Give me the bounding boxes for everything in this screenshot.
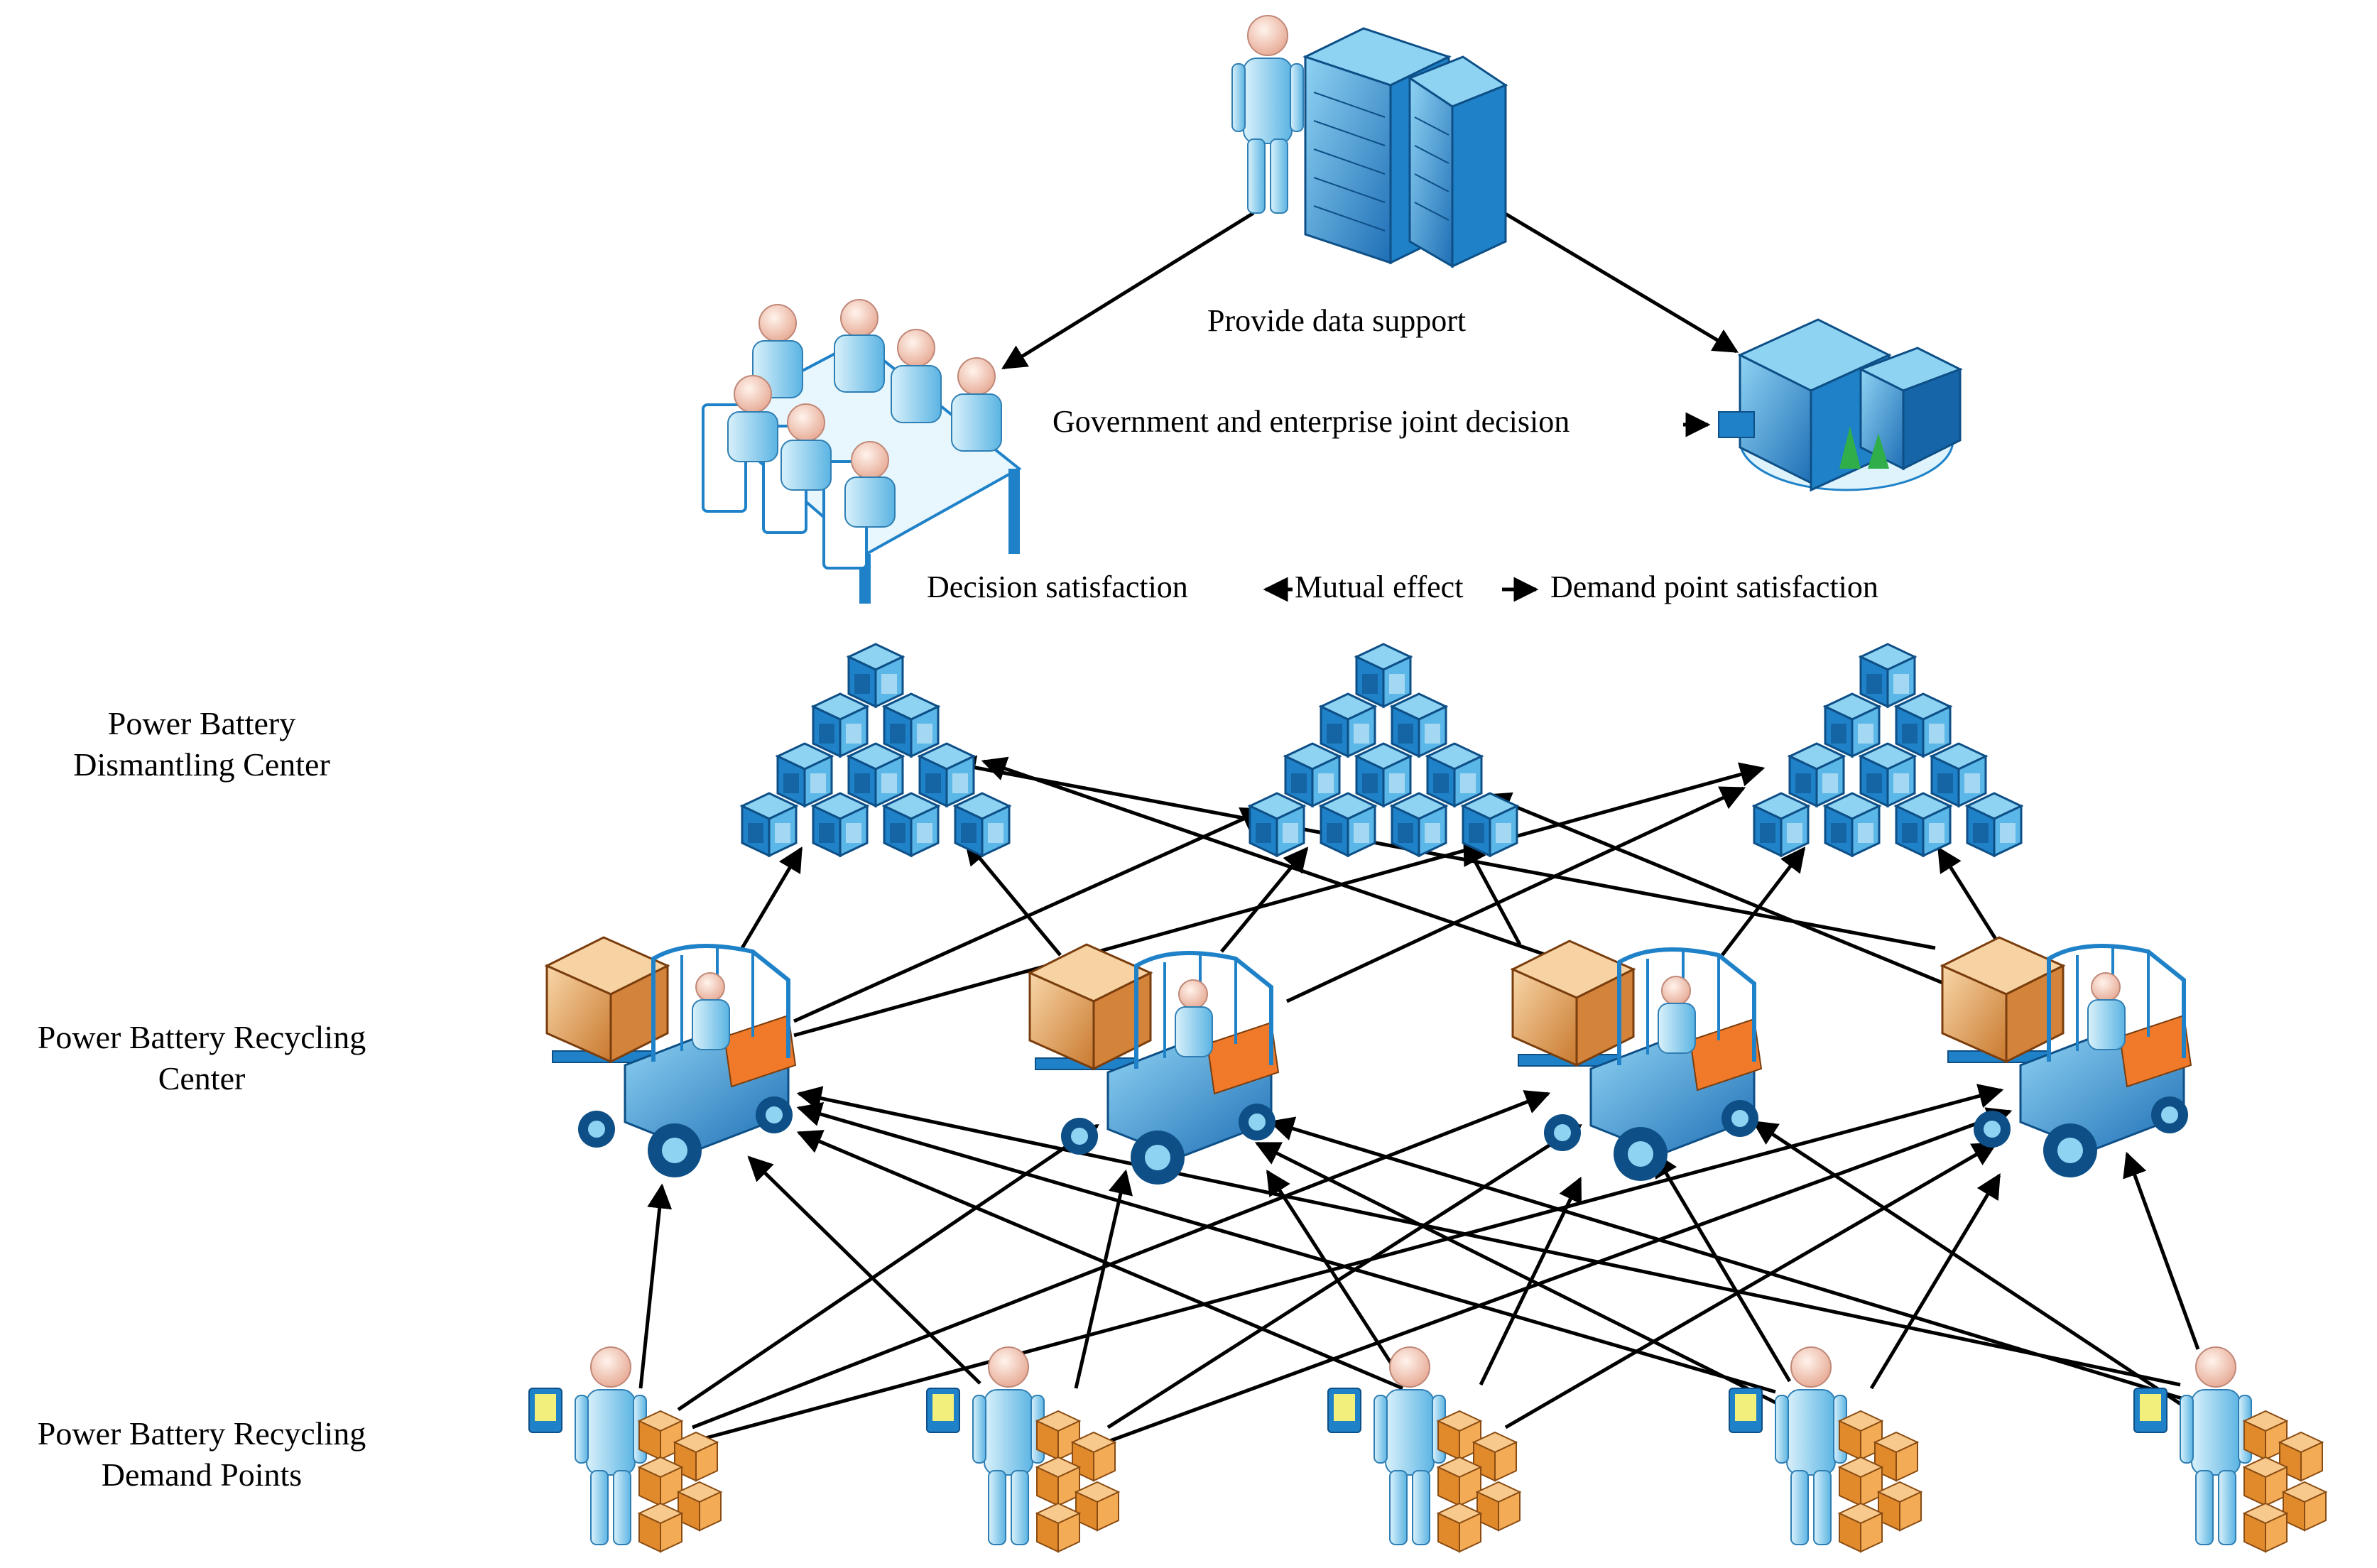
arrow-dp1-rc2	[677, 1123, 1099, 1412]
tier-label-line: Demand Points	[101, 1457, 303, 1493]
joint-decision-label: Government and enterprise joint decision	[1052, 404, 1570, 439]
demand-point-4	[1729, 1347, 1921, 1552]
arrow-rc3-dc1	[981, 756, 1548, 957]
demand-point-5	[2134, 1347, 2326, 1552]
meeting-table-icon	[702, 299, 1022, 604]
arrow-rc2-dc2	[1220, 846, 1309, 953]
arrow-server-to-meeting	[1001, 211, 1255, 370]
arrow-dp1-rc1	[638, 1183, 673, 1389]
data-support-label: Provide data support	[1207, 303, 1467, 338]
enterprise-building-icon	[1718, 318, 1963, 492]
arrow-dp4-rc2	[1254, 1141, 1784, 1408]
arrow-rc3-dc3	[1721, 846, 1806, 957]
decision-satisfaction-label: Decision satisfaction	[927, 570, 1188, 604]
dismantling-center-2	[1250, 644, 1517, 856]
arrow-dp4-rc3	[1653, 1151, 1792, 1383]
tier-label-line: Center	[158, 1060, 246, 1096]
arrow-dp5-rc3	[1752, 1120, 2196, 1415]
arrow-rc4-dc3	[1937, 846, 2005, 952]
arrow-dp5-rc2	[1268, 1116, 2185, 1401]
arrow-rc2-dc3	[1285, 786, 1746, 1003]
arrow-dp5-rc1	[796, 1086, 2181, 1387]
demand-point-3	[1328, 1347, 1520, 1552]
dismantling-center-tier-label: Power Battery Dismantling Center	[3, 703, 401, 785]
connectors	[638, 211, 2200, 1444]
recycling-center-4	[1942, 937, 2191, 1177]
tier-label-line: Power Battery Recycling	[37, 1019, 366, 1055]
arrow-rc1-dc3	[793, 762, 1766, 1038]
tier-label-line: Power Battery Recycling	[37, 1415, 366, 1452]
recycling-center-tier-label: Power Battery Recycling Center	[3, 1017, 401, 1099]
mutual-effect-label: Mutual effect	[1295, 570, 1464, 604]
recycling-center-1	[547, 937, 795, 1177]
arrow-dp3-rc4	[1504, 1141, 1998, 1430]
tier-label-line: Dismantling Center	[73, 746, 330, 783]
demand-points-tier-label: Power Battery Recycling Demand Points	[3, 1413, 401, 1496]
dismantling-center-1	[742, 644, 1009, 856]
recycling-center-3	[1513, 941, 1761, 1181]
arrow-dp2-rc3	[1106, 1123, 1582, 1430]
arrow-dp2-rc4	[1107, 1107, 2013, 1444]
arrow-dp4-rc1	[796, 1101, 1776, 1394]
arrow-dp5-rc4	[2123, 1151, 2200, 1350]
server-operator-icon	[1231, 15, 1508, 268]
arrow-server-to-enterprise	[1503, 211, 1739, 354]
arrow-dp3-rc1	[796, 1130, 1403, 1390]
arrow-rc4-dc1	[950, 755, 1936, 950]
demand-point-1	[529, 1347, 721, 1552]
arrow-rc4-dc2	[1485, 792, 1954, 989]
arrow-rc1-dc1	[740, 846, 803, 949]
demand-point-satisfaction-label: Demand point satisfaction	[1550, 570, 1878, 604]
arrow-rc3-dc2	[1462, 839, 1522, 946]
arrow-dp2-rc2	[1074, 1169, 1133, 1389]
arrow-dp4-rc4	[1869, 1172, 2001, 1390]
arrow-rc2-dc1	[964, 839, 1062, 957]
tier-label-line: Power Battery	[107, 705, 296, 741]
arrow-dp1-rc3	[692, 1090, 1551, 1430]
arrow-dp3-rc2	[1266, 1170, 1405, 1383]
demand-point-2	[927, 1347, 1119, 1552]
recycling-center-2	[1030, 944, 1278, 1185]
dismantling-center-3	[1754, 644, 2021, 856]
arrow-dp2-rc1	[747, 1155, 981, 1385]
